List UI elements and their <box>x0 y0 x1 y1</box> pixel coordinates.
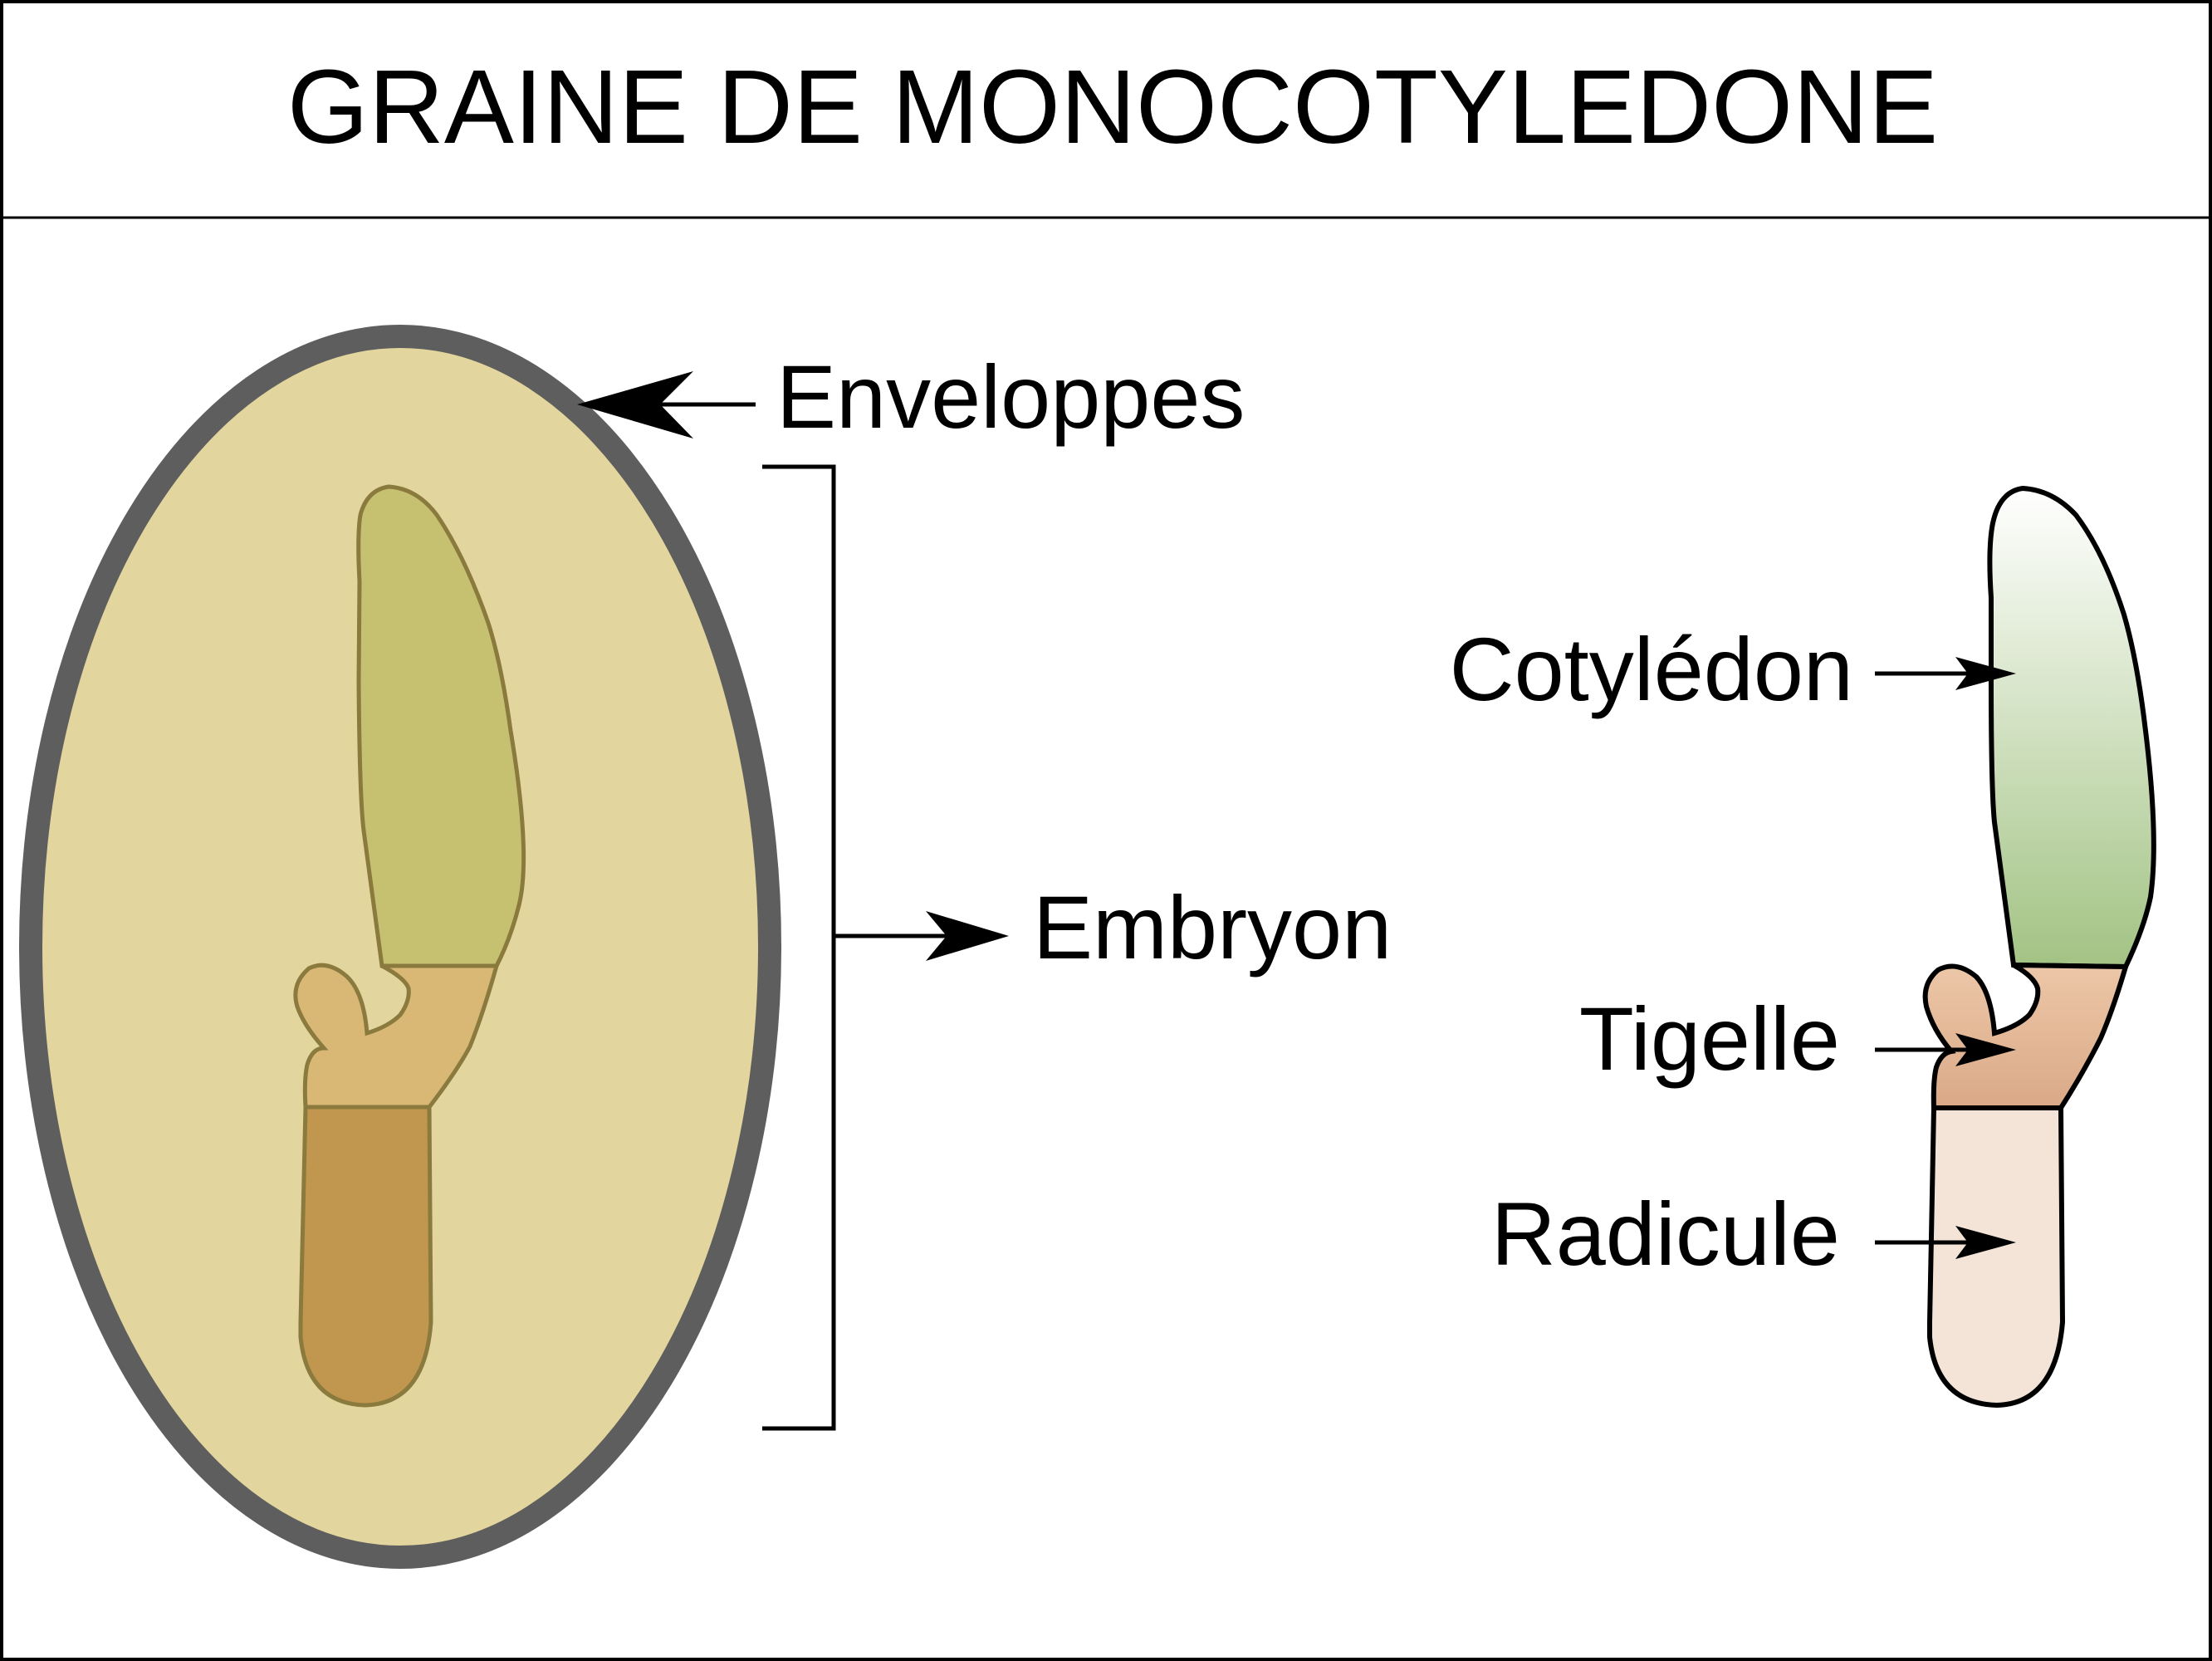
label-radicule: Radicule <box>1491 1183 1840 1284</box>
label-tigelle: Tigelle <box>1579 988 1840 1089</box>
embryon-arrowhead <box>926 911 1009 961</box>
cotyledon-arrowhead <box>1955 657 2016 690</box>
radicule-pointer <box>1875 1226 2016 1259</box>
label-embryon: Embryon <box>1033 877 1392 977</box>
diagram-title: GRAINE DE MONOCOTYLEDONE <box>287 48 1938 165</box>
bracket-line <box>762 464 836 1431</box>
embryo <box>1922 485 2156 1409</box>
seed-radicule <box>298 1105 433 1408</box>
label-cotyledon: Cotylédon <box>1450 619 1853 719</box>
embryo-tigelle <box>1922 963 2129 1110</box>
seed <box>19 325 781 1569</box>
tigelle-pointer <box>1875 1033 2016 1066</box>
embryo-radicule <box>1927 1105 2066 1409</box>
embryo-cotyledon <box>1987 485 2156 970</box>
enveloppes-arrowhead <box>577 371 693 439</box>
embryon-bracket <box>762 464 1009 1431</box>
tigelle-arrowhead <box>1955 1033 2016 1066</box>
enveloppes-pointer <box>577 371 756 439</box>
radicule-arrowhead <box>1955 1226 2016 1259</box>
seed-cotyledon <box>356 484 526 968</box>
seed-tigelle <box>293 963 500 1110</box>
cotyledon-pointer <box>1875 657 2016 690</box>
label-enveloppes: Enveloppes <box>776 346 1245 447</box>
